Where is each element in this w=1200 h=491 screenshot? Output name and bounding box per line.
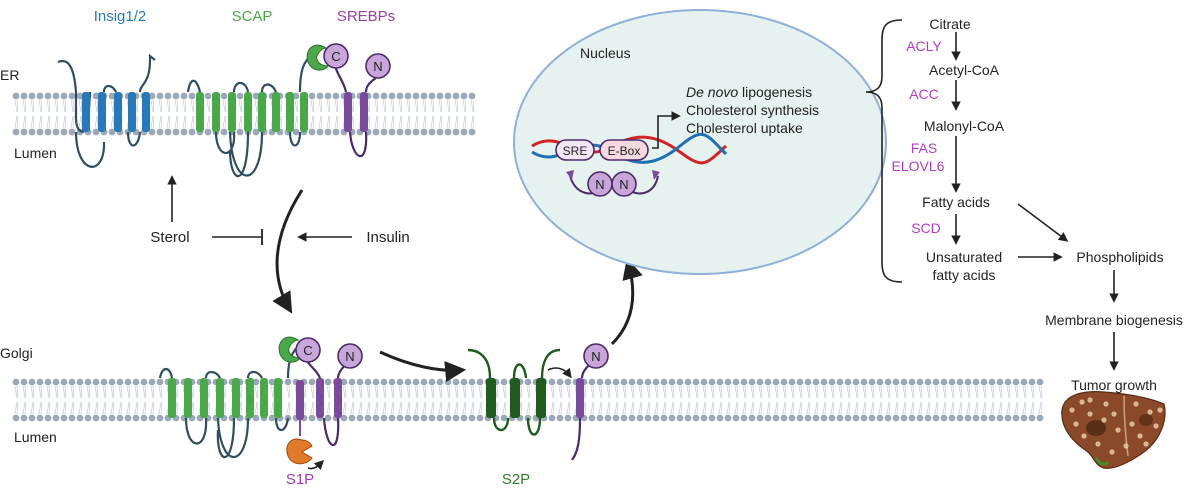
sre-label: SRE [563,144,588,158]
pathway-bracket [865,19,903,283]
unsaturated-label-1: Unsaturated [926,249,1002,265]
cholesterol-uptake-label: Cholesterol uptake [686,120,803,136]
citrate-label: Citrate [929,16,970,32]
tumor-growth-label: Tumor growth [1071,377,1157,393]
labels: Insig1/2 SCAP SREBPs ER Lumen Golgi Lume… [0,8,1183,488]
insig-label: Insig1/2 [94,8,147,25]
er-label: ER [0,67,19,83]
insig-protein [57,53,156,168]
n-domain-nucleus-2: N [619,177,628,192]
lumen-label-bottom: Lumen [14,429,57,445]
er-to-golgi-arrow [272,189,304,314]
scap-protein-golgi [158,336,301,459]
ebox-label: E-Box [608,144,641,158]
n-domain-nucleus-1: N [595,177,604,192]
transcription-arrow [652,111,681,149]
phospholipids-label: Phospholipids [1076,249,1163,265]
c-domain-er: C [331,49,340,64]
golgi-label: Golgi [0,345,33,361]
s2p-label: S2P [502,471,530,488]
malonyl-coa-label: Malonyl-CoA [924,118,1005,134]
scd-label: SCD [911,220,941,236]
srebp-protein-er [323,43,391,158]
golgi-membrane [12,378,1044,422]
s1p-protease [286,420,325,471]
lumen-label-top: Lumen [14,145,57,161]
s2p-protease [467,348,572,436]
nucleus-label: Nucleus [580,45,631,61]
s1p-to-s2p-arrow [379,350,467,382]
n-domain-s2p: N [591,349,600,364]
acetyl-coa-label: Acetyl-CoA [929,62,1000,78]
fas-label: FAS [911,140,937,156]
insulin-label: Insulin [366,229,409,246]
pathway-arrows [951,32,1119,371]
flow-arrows [167,175,643,382]
elovl6-label: ELOVL6 [892,158,945,174]
n-domain-er: N [373,59,382,74]
unsaturated-label-2: fatty acids [932,267,995,283]
scap-label: SCAP [232,8,273,25]
srebps-label: SREBPs [337,8,395,25]
srebp-fragment-golgi [571,343,609,461]
membrane-biogenesis-label: Membrane biogenesis [1045,312,1183,328]
tumor-liver-image [1061,391,1166,469]
nucleus [513,9,887,275]
scap-protein-er [186,44,329,178]
acc-label: ACC [909,86,939,102]
sterol-label: Sterol [150,229,189,246]
srebp-protein-golgi [295,337,363,447]
s1p-label: S1P [286,471,314,488]
c-domain-golgi: C [303,343,312,358]
n-domain-golgi: N [345,349,354,364]
acly-label: ACLY [906,38,942,54]
ebox-element [599,139,649,161]
lipogenesis-label: De novo lipogenesis [686,84,812,100]
to-nucleus-arrow [610,257,643,346]
cholesterol-synthesis-label: Cholesterol synthesis [686,102,819,118]
sre-element [555,139,595,161]
fatty-acids-label: Fatty acids [922,194,990,210]
